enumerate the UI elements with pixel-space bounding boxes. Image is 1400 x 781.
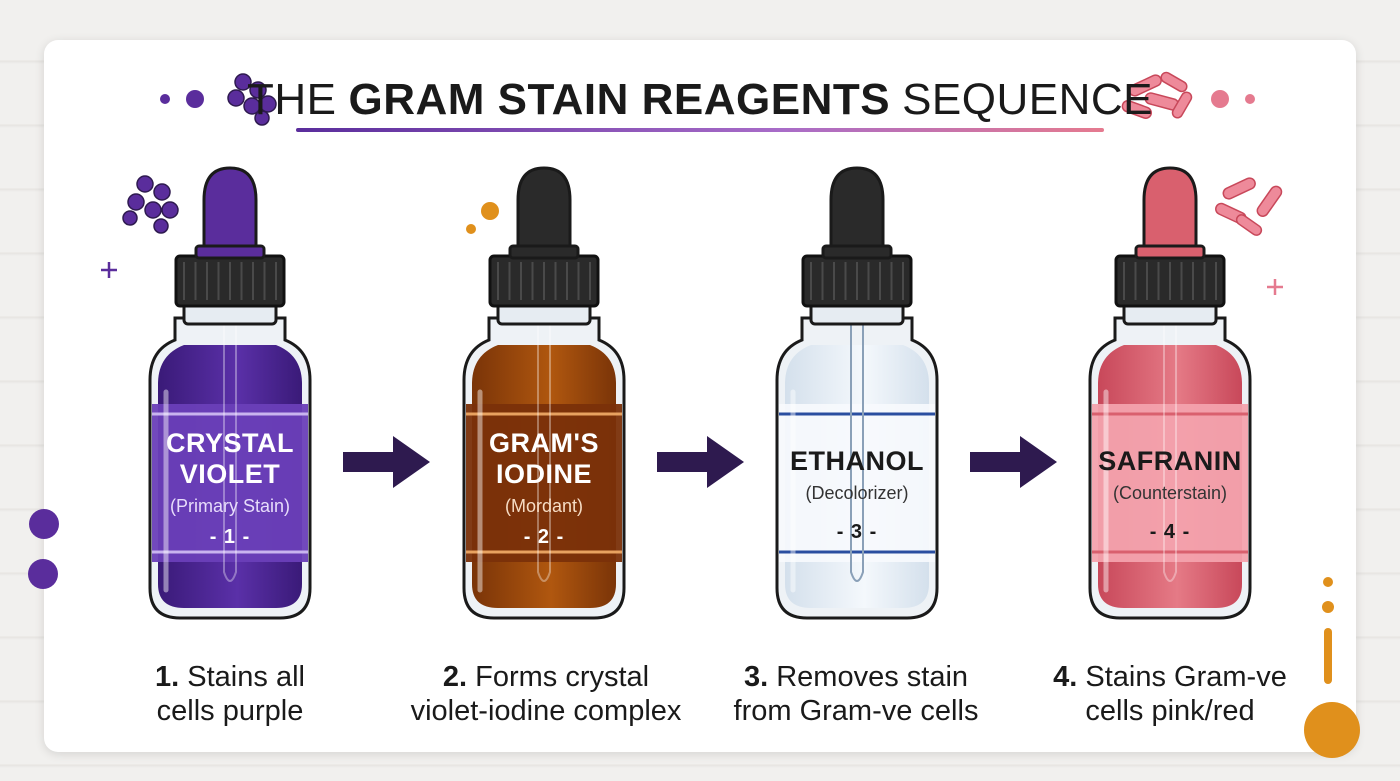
bottle-label-band — [1092, 404, 1248, 562]
reagent-name: ETHANOL — [790, 446, 924, 476]
reagent-name: VIOLET — [179, 459, 281, 489]
title-left-decoration — [160, 73, 277, 126]
caption-text: cells pink/red — [1085, 695, 1255, 727]
dropper-bottle-icon-ethanol — [775, 166, 939, 620]
bottle-label-band — [152, 404, 308, 562]
purple-dot-decoration — [28, 559, 58, 589]
caption-number: 2. — [442, 661, 468, 693]
orange-accent-decoration — [1304, 577, 1360, 758]
dropper-bottle-icon-crystal-violet — [148, 166, 312, 620]
dropper-bulb — [1142, 166, 1198, 260]
step-caption-2: 2. Forms crystal violet-iodine complex — [386, 660, 706, 728]
purple-cocci-cluster-icon — [227, 73, 277, 126]
title-underline — [296, 128, 1104, 132]
bottle-label-band — [779, 404, 935, 562]
title-emphasis: GRAM STAIN REAGENTS — [348, 75, 891, 124]
reagent-name: GRAM'S — [489, 428, 599, 458]
caption-number: 4. — [1053, 661, 1078, 693]
bottle-label-band — [466, 404, 622, 562]
right-arrow-icon — [970, 436, 1057, 488]
caption-text: from Gram-ve cells — [733, 695, 979, 727]
step-number: - 3 - — [836, 521, 878, 543]
dropper-bulb — [202, 166, 258, 260]
step-number: - 2 - — [523, 526, 565, 548]
purple-dot-decoration — [29, 509, 59, 539]
right-arrow-icon — [343, 436, 430, 488]
reagent-role: (Mordant) — [504, 496, 584, 516]
right-arrow-icon — [657, 436, 744, 488]
bottle-label-crystal-violet: CRYSTAL VIOLET (Primary Stain) - 1 - — [155, 428, 305, 550]
reagent-role: (Counterstain) — [1112, 483, 1228, 503]
bottle-label-grams-iodine: GRAM'S IODINE (Mordant) - 2 - — [469, 428, 619, 550]
pink-bacilli-cluster-icon — [1215, 177, 1283, 236]
title-prefix: THE — [246, 75, 337, 124]
orange-dot-decoration — [466, 224, 476, 234]
plus-sparkle-icon — [1267, 279, 1283, 295]
caption-text: cells purple — [156, 695, 304, 727]
step-caption-4: 4. Stains Gram-ve cells pink/red — [1010, 660, 1330, 728]
dropper-bulb — [829, 166, 885, 260]
caption-text: violet-iodine complex — [410, 695, 682, 727]
step-caption-1: 1. Stains all cells purple — [70, 660, 390, 728]
reagent-name: CRYSTAL — [166, 428, 294, 458]
caption-text: Removes stain — [776, 661, 969, 693]
page-title: THE GRAM STAIN REAGENTS SEQUENCE — [247, 72, 1153, 128]
bottle-label-ethanol: ETHANOL (Decolorizer) - 3 - — [782, 446, 932, 545]
step-caption-3: 3. Removes stain from Gram-ve cells — [696, 660, 1016, 728]
dropper-bottle-icon-safranin — [1088, 166, 1252, 620]
title-right-decoration — [1121, 71, 1255, 119]
reagent-role: (Decolorizer) — [805, 483, 909, 503]
caption-text: Forms crystal — [475, 661, 650, 693]
reagent-role: (Primary Stain) — [169, 496, 290, 516]
caption-text: Stains all — [187, 661, 305, 693]
caption-number: 3. — [743, 661, 769, 693]
reagent-name: SAFRANIN — [1098, 446, 1242, 476]
plus-sparkle-icon — [101, 262, 117, 278]
reagent-name: IODINE — [495, 459, 592, 489]
title-suffix: SEQUENCE — [902, 75, 1154, 124]
purple-cocci-cluster-icon — [122, 175, 179, 234]
dropper-bulb — [516, 166, 572, 260]
dropper-bottle-icon-grams-iodine — [462, 166, 626, 620]
caption-text: Stains Gram-ve — [1085, 661, 1287, 693]
step-number: - 4 - — [1149, 521, 1191, 543]
step-number: - 1 - — [209, 526, 251, 548]
caption-number: 1. — [155, 661, 180, 693]
orange-dot-decoration — [481, 202, 499, 220]
bottle-label-safranin: SAFRANIN (Counterstain) - 4 - — [1095, 446, 1245, 545]
pink-bacilli-cluster-icon — [1121, 71, 1193, 119]
